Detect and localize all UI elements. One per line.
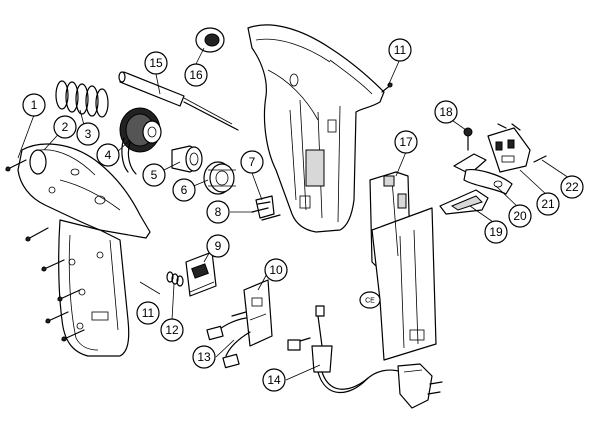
fan-wheel — [203, 161, 236, 195]
deflector-plate — [439, 189, 489, 215]
callout-11-right: 11 — [388, 38, 412, 62]
svg-text:17: 17 — [399, 135, 413, 149]
svg-text:19: 19 — [489, 225, 503, 239]
callout-12: 12 — [160, 318, 184, 342]
callout-20: 20 — [508, 204, 532, 228]
callout-10: 10 — [264, 258, 288, 282]
plug-ce-marking: CE — [365, 298, 375, 305]
svg-text:21: 21 — [541, 197, 555, 211]
guide-rail: CE — [359, 171, 437, 361]
heating-coil — [119, 107, 162, 175]
callout-18: 18 — [434, 100, 458, 124]
callout-14: 14 — [262, 368, 286, 392]
svg-text:1: 1 — [31, 98, 38, 112]
nozzle-assembly — [453, 123, 547, 195]
svg-text:13: 13 — [197, 350, 211, 364]
svg-text:12: 12 — [165, 323, 179, 337]
svg-text:5: 5 — [151, 168, 158, 182]
callout-6: 6 — [172, 178, 196, 202]
svg-text:20: 20 — [513, 209, 527, 223]
svg-text:3: 3 — [85, 127, 92, 141]
callout-16: 16 — [184, 63, 208, 87]
leader-lines — [17, 47, 573, 381]
svg-text:7: 7 — [249, 155, 256, 169]
svg-text:14: 14 — [267, 373, 281, 387]
svg-text:11: 11 — [142, 306, 155, 320]
small-spring — [166, 271, 184, 287]
glue-rod — [118, 71, 239, 131]
callout-1: 1 — [22, 93, 46, 117]
rubber-ring — [195, 27, 225, 53]
callout-8: 8 — [206, 200, 230, 224]
svg-text:6: 6 — [181, 183, 188, 197]
left-housing-half — [17, 143, 151, 357]
power-cord — [287, 305, 443, 409]
svg-text:11: 11 — [394, 43, 407, 57]
callout-15: 15 — [144, 51, 168, 75]
left-housing-screws — [5, 159, 85, 342]
svg-text:4: 4 — [105, 148, 112, 162]
callout-7: 7 — [240, 150, 264, 174]
callout-11-left: 11 — [136, 301, 160, 325]
svg-text:15: 15 — [149, 56, 163, 70]
right-housing-half — [247, 24, 393, 233]
switch-module — [185, 251, 217, 297]
callout-17: 17 — [394, 130, 418, 154]
callout-2: 2 — [53, 115, 77, 139]
heating-spring — [55, 80, 109, 118]
callout-13: 13 — [192, 345, 216, 369]
callout-5: 5 — [142, 163, 166, 187]
nozzle-ring — [171, 145, 203, 173]
callout-19: 19 — [484, 220, 508, 244]
svg-text:10: 10 — [269, 263, 283, 277]
svg-text:9: 9 — [215, 239, 222, 253]
svg-text:8: 8 — [215, 205, 222, 219]
callout-4: 4 — [96, 143, 120, 167]
callout-21: 21 — [536, 192, 560, 216]
svg-text:22: 22 — [565, 180, 579, 194]
circuit-board — [206, 279, 273, 369]
svg-text:2: 2 — [62, 120, 69, 134]
switch-clip — [251, 195, 281, 221]
callout-3: 3 — [76, 122, 100, 146]
callout-22: 22 — [560, 175, 584, 199]
svg-text:16: 16 — [189, 68, 203, 82]
callout-9: 9 — [206, 234, 230, 258]
svg-text:18: 18 — [439, 105, 453, 119]
